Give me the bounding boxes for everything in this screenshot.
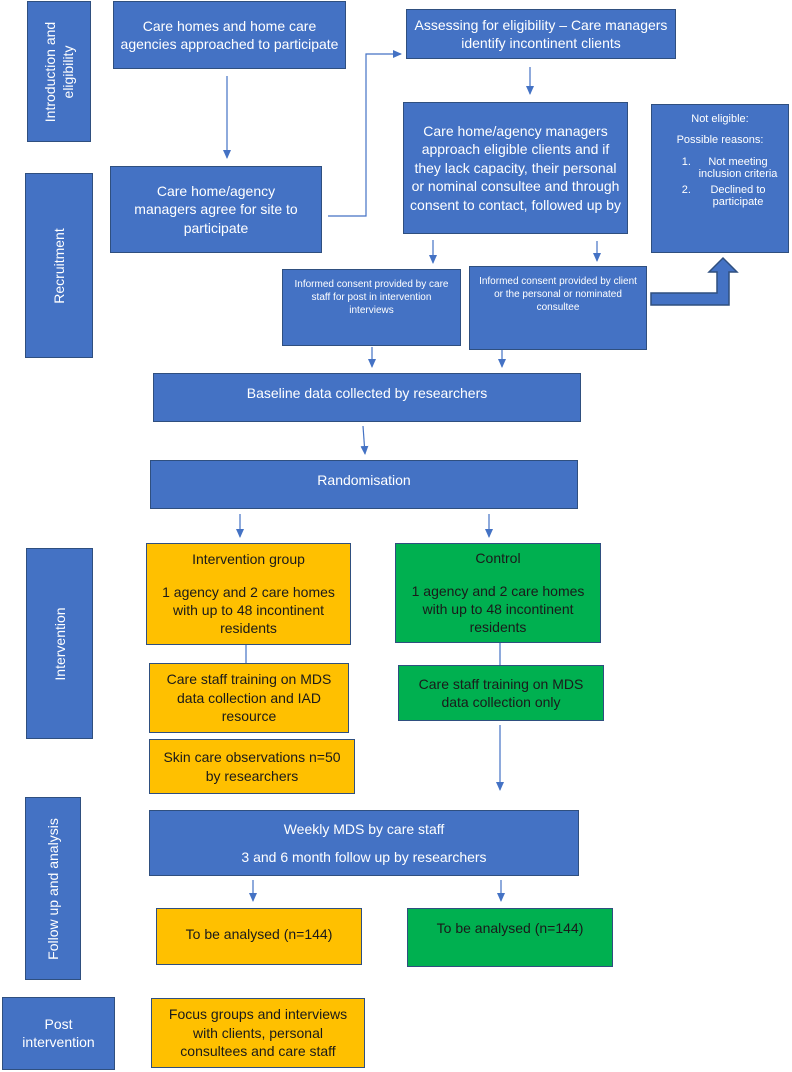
intervention-group-body: 1 agency and 2 care homes with up to 48 …: [162, 583, 335, 637]
box-randomisation: Randomisation: [150, 460, 578, 509]
weekly-mds-line1: Weekly MDS by care staff: [283, 820, 445, 837]
box-consent-staff: Informed consent provided by care staff …: [282, 269, 461, 346]
stage-post-label: Post intervention: [22, 1015, 95, 1051]
arrow-agree-to-assessing: [328, 50, 402, 217]
box-weekly-mds: Weekly MDS by care staff 3 and 6 month f…: [149, 810, 579, 876]
not-eligible-reason: Declined to participate: [694, 184, 782, 208]
box-intervention-group: Intervention group 1 agency and 2 care h…: [146, 543, 351, 645]
box-analysed-intervention: To be analysed (n=144): [156, 908, 362, 965]
box-agree: Care home/agency managers agree for site…: [110, 166, 322, 253]
box-consent-client: Informed consent provided by client or t…: [469, 266, 647, 350]
box-assessing: Assessing for eligibility – Care manager…: [406, 9, 676, 59]
box-baseline: Baseline data collected by researchers: [153, 373, 581, 422]
block-arrow-to-not-eligible: [650, 256, 739, 306]
stage-post: Post intervention: [2, 997, 115, 1070]
arrow-baseline-to-randomisation: [360, 425, 369, 455]
stage-followup-label: Follow up and analysis: [44, 817, 61, 960]
stage-followup: Follow up and analysis: [25, 797, 81, 980]
box-analysed-control: To be analysed (n=144): [407, 908, 613, 967]
box-training-control: Care staff training on MDS data collecti…: [398, 665, 604, 721]
box-approached: Care homes and home care agencies approa…: [113, 1, 346, 69]
not-eligible-title: Not eligible:: [691, 113, 749, 125]
stage-intervention: Intervention: [26, 548, 93, 739]
box-focus-groups: Focus groups and interviews with clients…: [151, 998, 365, 1068]
not-eligible-subtitle: Possible reasons:: [676, 134, 764, 146]
not-eligible-reason: Not meeting inclusion criteria: [694, 156, 782, 180]
control-group-body: 1 agency and 2 care homes with up to 48 …: [411, 582, 585, 636]
box-control-group: Control 1 agency and 2 care homes with u…: [395, 543, 601, 643]
control-group-title: Control: [475, 550, 521, 567]
stage-intro-label: Introduction and eligibility: [41, 21, 76, 122]
stage-recruitment-label: Recruitment: [50, 227, 67, 304]
not-eligible-reasons: Not meeting inclusion criteria Declined …: [658, 156, 782, 208]
box-approach-clients: Care home/agency managers approach eligi…: [403, 102, 628, 234]
stage-intro: Introduction and eligibility: [27, 1, 91, 142]
box-skin-care: Skin care observations n=50 by researche…: [149, 739, 355, 794]
weekly-mds-line2: 3 and 6 month follow up by researchers: [241, 849, 487, 865]
stage-intervention-label: Intervention: [51, 606, 68, 681]
stage-recruitment: Recruitment: [25, 173, 93, 358]
box-training-intervention: Care staff training on MDS data collecti…: [149, 663, 349, 733]
intervention-group-title: Intervention group: [192, 551, 305, 568]
box-not-eligible: Not eligible: Possible reasons: Not meet…: [651, 104, 789, 253]
